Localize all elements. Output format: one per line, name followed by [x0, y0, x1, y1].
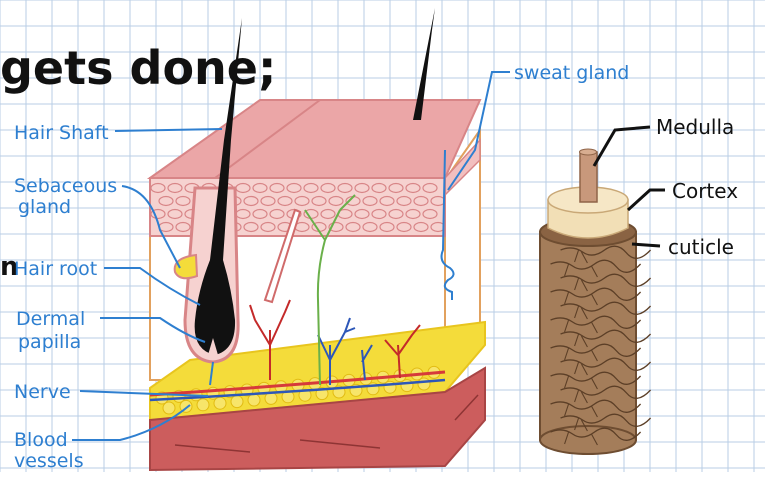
leader-medulla: [594, 127, 650, 166]
label-medulla: Medulla: [656, 115, 734, 139]
label-dermal-papilla-line2: papilla: [18, 331, 81, 353]
fat-globule: [197, 399, 209, 411]
label-hair-shaft: Hair Shaft: [14, 122, 109, 144]
leader-cortex: [628, 190, 665, 210]
label-blood-vessels-line2: vessels: [14, 450, 84, 472]
label-nerve: Nerve: [14, 381, 71, 403]
label-dermal-papilla-line1: Dermal: [16, 308, 85, 330]
label-sebaceous-gland-line2: gland: [18, 196, 71, 218]
strand-cuticle-body: [540, 232, 636, 451]
label-cuticle: cuticle: [668, 235, 734, 259]
hair-strand: [540, 149, 651, 454]
label-blood-vessels-line1: Blood: [14, 429, 68, 451]
fat-globule: [401, 380, 413, 392]
label-sweat-gland: sweat gland: [514, 62, 629, 84]
label-sebaceous-gland-line1: Sebaceous: [14, 175, 117, 197]
label-hair-root: Hair root: [14, 258, 97, 280]
strand-medulla: [580, 152, 597, 202]
fat-globule: [418, 378, 430, 390]
leader-hair-shaft: [115, 129, 222, 131]
label-cortex: Cortex: [672, 179, 738, 203]
fat-globule: [163, 402, 175, 414]
fat-globule: [231, 396, 243, 408]
leader-cuticle: [632, 244, 660, 246]
fat-globule: [248, 394, 260, 406]
strand-medulla-top: [580, 149, 597, 155]
epidermis-top: [150, 100, 480, 178]
fat-globule: [214, 397, 226, 409]
